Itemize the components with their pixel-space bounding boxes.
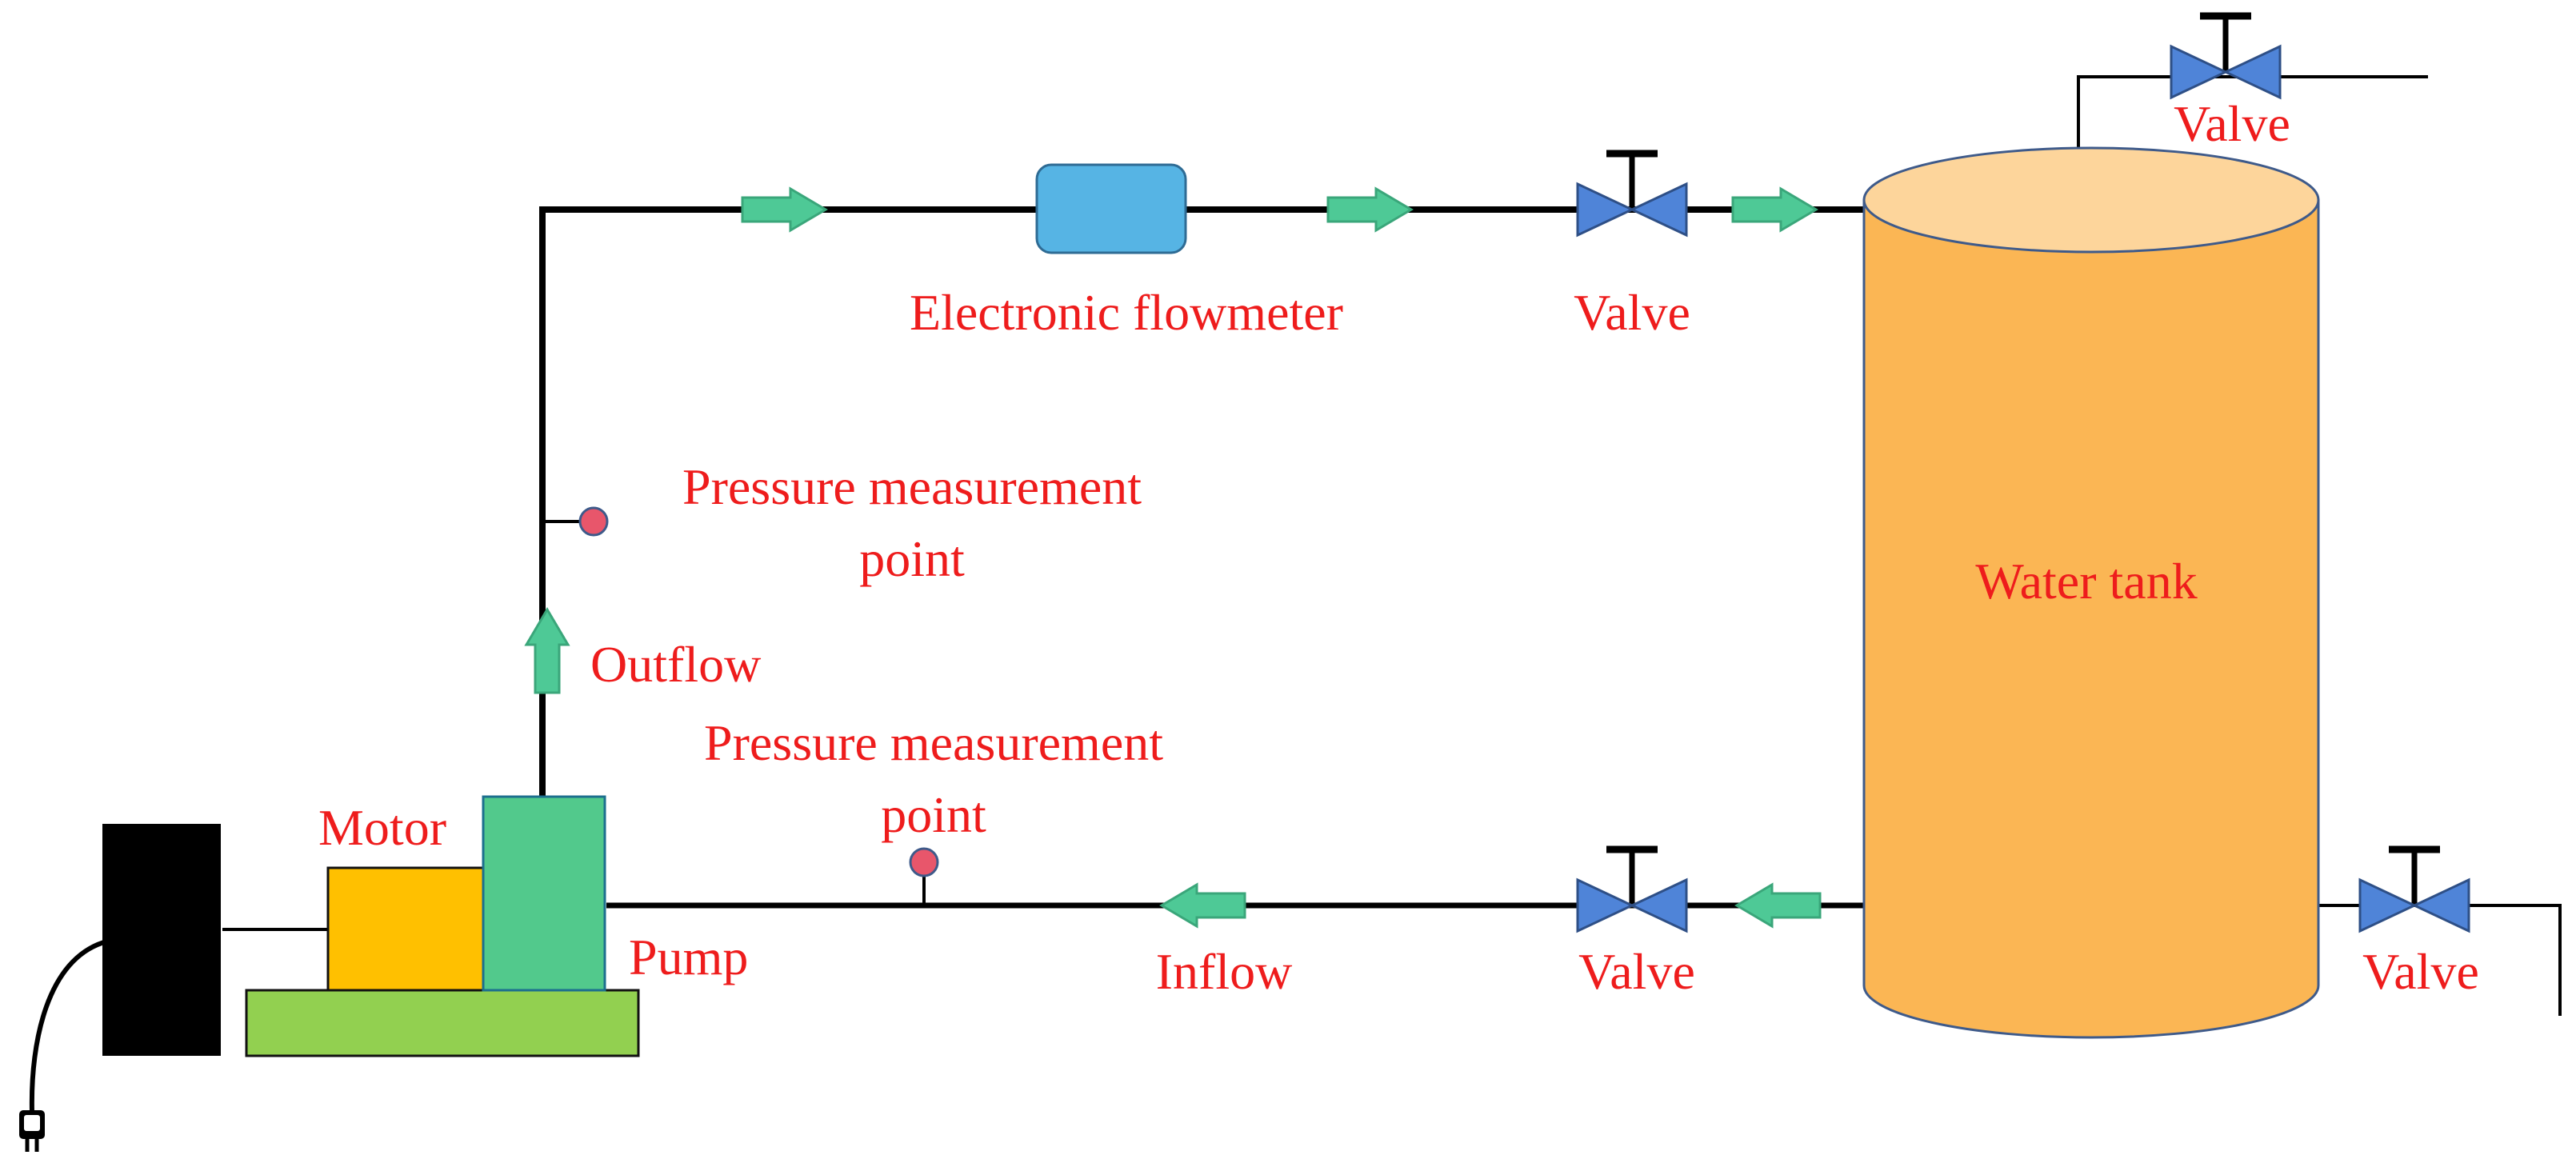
flow-arrow-icon xyxy=(741,187,827,232)
flowmeter-label: Electronic flowmeter xyxy=(910,284,1343,341)
valve-label-bottom-pipe: Valve xyxy=(1578,943,1695,1000)
pressure-point-icon xyxy=(578,506,609,537)
pump-label: Pump xyxy=(629,929,748,985)
valve-icon[interactable] xyxy=(2171,16,2280,98)
power-plug-icon xyxy=(19,1110,45,1152)
flow-arrow-icon xyxy=(1735,883,1822,928)
valve-label-tank-drain: Valve xyxy=(2362,943,2479,1000)
power-box xyxy=(102,824,221,1056)
pressure-point-label-lower-2: point xyxy=(881,786,986,843)
water-tank xyxy=(1862,146,2320,1039)
labels: Electronic flowmeter Valve Valve Pressur… xyxy=(318,95,2479,1000)
flow-arrow-icon xyxy=(525,608,570,694)
flow-arrow-icon xyxy=(1326,187,1413,232)
valve-label-top-pipe: Valve xyxy=(1574,284,1690,341)
pump-assembly xyxy=(245,795,640,1057)
tank-top xyxy=(1862,146,2320,254)
electronic-flowmeter xyxy=(1035,163,1187,254)
motor-label: Motor xyxy=(318,799,446,856)
valve-label-tank-top: Valve xyxy=(2174,95,2290,152)
pressure-point-icon xyxy=(909,847,939,877)
outflow-label: Outflow xyxy=(590,636,761,693)
power-supply xyxy=(19,824,221,1152)
valve-icon[interactable] xyxy=(1578,849,1686,931)
base-plate xyxy=(245,989,640,1057)
valve-icon[interactable] xyxy=(2360,849,2469,931)
pressure-point-label-upper-2: point xyxy=(859,530,965,587)
pressure-point-label-upper: Pressure measurement xyxy=(682,458,1142,515)
flow-arrow-icon xyxy=(1160,883,1246,928)
power-cord xyxy=(29,940,105,1113)
water-tank-label: Water tank xyxy=(1975,553,2197,609)
flow-arrow-icon xyxy=(1731,187,1818,232)
motor-body xyxy=(326,866,486,992)
inflow-label: Inflow xyxy=(1156,943,1293,1000)
pressure-point-label-lower: Pressure measurement xyxy=(704,714,1163,771)
pump-body xyxy=(482,795,606,992)
valve-icon[interactable] xyxy=(1578,154,1686,235)
